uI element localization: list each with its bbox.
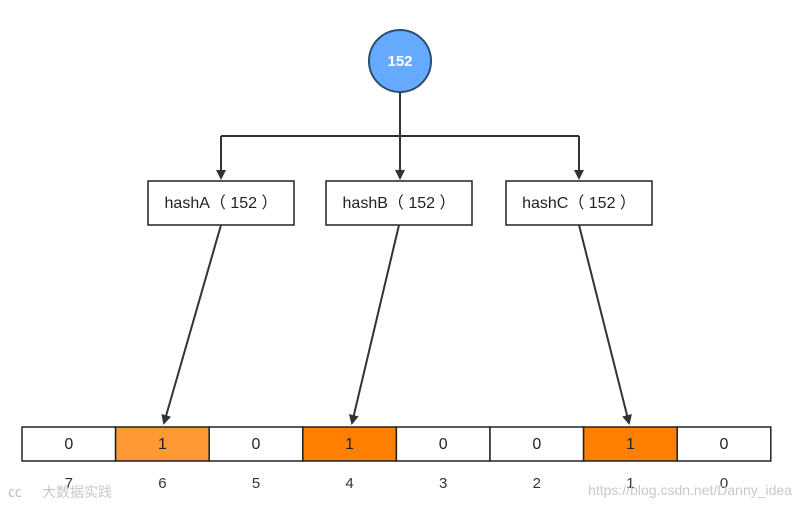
hash-box-c-label: hashC（ 152 ）: [522, 194, 636, 212]
bit-index-label: 0: [720, 475, 728, 492]
hash-box-b-label: hashB（ 152 ）: [343, 194, 456, 212]
bit-cell-rect: [489, 426, 585, 462]
bit-cell-2: 0: [489, 426, 585, 462]
bit-cell-value: 0: [720, 436, 729, 453]
bit-cell-value: 0: [532, 436, 541, 453]
bit-cell-rect: [208, 426, 304, 462]
watermark-logo-text: 大数据实践: [42, 484, 112, 500]
bit-cell-value: 0: [252, 436, 261, 453]
bit-array: 0 1 0 1 0 0 1 0: [21, 426, 772, 462]
bit-index-row: 7 6 5 4 3 2 1 0: [65, 475, 729, 492]
bit-cell-rect: [676, 426, 772, 462]
bit-cell-0: 0: [676, 426, 772, 462]
arrow-hash-a-to-bit-6: [161, 224, 222, 425]
bit-cell-value: 0: [64, 436, 73, 453]
fanout-connector: [216, 92, 584, 180]
hash-result-arrows: [161, 224, 632, 425]
bit-cell-7: 0: [21, 426, 117, 462]
hash-box-c-rect: [505, 180, 653, 226]
arrow-hash-b-to-bit-4: [348, 224, 400, 425]
bit-cell-rect: [302, 426, 398, 462]
watermark-logo-icon: ㏄: [8, 485, 22, 501]
bit-cell-5: 0: [208, 426, 304, 462]
bit-cell-value: 1: [626, 436, 635, 453]
hash-box-b: hashB（ 152 ）: [325, 180, 473, 226]
bit-cell-value: 1: [158, 436, 167, 453]
watermark-logo: ㏄ 大数据实践: [8, 484, 112, 501]
hash-box-a-rect: [147, 180, 295, 226]
arrow-hash-c-to-bit-1: [578, 224, 632, 425]
bit-cell-6: 1: [114, 426, 210, 462]
hash-box-c: hashC（ 152 ）: [505, 180, 653, 226]
bit-cell-1: 1: [582, 426, 678, 462]
input-node-label: 152: [387, 53, 412, 70]
bit-index-label: 6: [158, 475, 166, 492]
bit-cell-value: 1: [345, 436, 354, 453]
bit-cell-rect: [395, 426, 491, 462]
input-node: 152: [368, 29, 432, 93]
bit-index-label: 5: [252, 475, 260, 492]
bit-index-label: 2: [533, 475, 541, 492]
bit-cell-3: 0: [395, 426, 491, 462]
hash-box-a-label: hashA（ 152 ）: [165, 194, 278, 212]
watermark-url: https://blog.csdn.net/Danny_idea: [588, 482, 792, 498]
bit-cell-4: 1: [302, 426, 398, 462]
bit-cell-value: 0: [439, 436, 448, 453]
bit-index-label: 4: [345, 475, 353, 492]
bit-index-label: 3: [439, 475, 447, 492]
hash-box-a: hashA（ 152 ）: [147, 180, 295, 226]
bit-index-label: 7: [65, 475, 73, 492]
bit-index-label: 1: [626, 475, 634, 492]
